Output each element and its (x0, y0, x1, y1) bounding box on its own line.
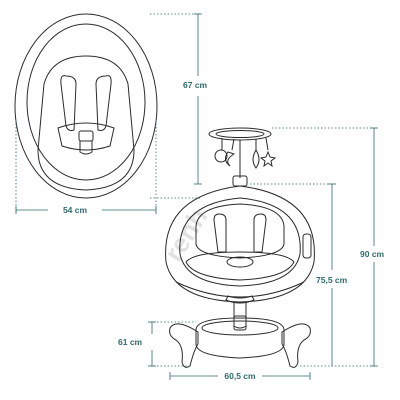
base-height-label: 61 cm (118, 337, 143, 347)
total-height-label: 90 cm (360, 249, 385, 259)
base-platform (195, 317, 285, 359)
seat-inner-shell (179, 197, 301, 287)
column-joint (225, 295, 255, 304)
total-height-dimension (272, 127, 378, 367)
top-view-buckle-center (78, 130, 94, 142)
mobile-toy-star (259, 150, 277, 168)
top-view-harness-buckle (57, 122, 115, 151)
seat-strap-right (253, 213, 267, 253)
top-width-dimension (15, 120, 157, 214)
top-view-crotch-strap (79, 141, 93, 155)
top-view-seat (14, 13, 158, 199)
top-view-seat-cushion (37, 55, 135, 191)
top-view-outer-shell (14, 13, 158, 199)
seat-height-label: 75,5 cm (316, 275, 348, 285)
base-width-label: 60,5 cm (224, 371, 256, 381)
top-view-strap-right (95, 75, 112, 131)
top-view-strap-left (60, 75, 77, 131)
base-width-dimension (169, 372, 311, 380)
mobile-toy-ball (214, 149, 228, 163)
base-leg-right (281, 323, 311, 368)
mobile-ring (208, 127, 272, 141)
mobile-toy-leaf (252, 149, 260, 169)
support-column (233, 302, 247, 329)
base-top-plate (201, 320, 279, 336)
top-view-inner-shell (26, 23, 146, 181)
mobile-toy-moon (224, 151, 236, 167)
swing-front-view (165, 127, 315, 368)
seat-front-bowl (185, 251, 295, 281)
top-depth-dimension (150, 13, 202, 199)
base-control-button (233, 315, 247, 331)
seat-bottom-band (175, 281, 305, 298)
side-control-panel (302, 233, 312, 259)
seat-buckle (226, 256, 254, 268)
seat-height-dimension (250, 183, 336, 366)
base-height-dimension (148, 321, 196, 367)
base-leg-left (169, 323, 199, 368)
mobile-ring-inner (215, 130, 265, 138)
seat-outer-shell (165, 185, 315, 303)
seat-back-cushion (195, 203, 285, 259)
top-width-label: 54 cm (63, 205, 88, 215)
seat-strap-left (213, 213, 227, 253)
top-depth-label: 67 cm (183, 80, 208, 90)
